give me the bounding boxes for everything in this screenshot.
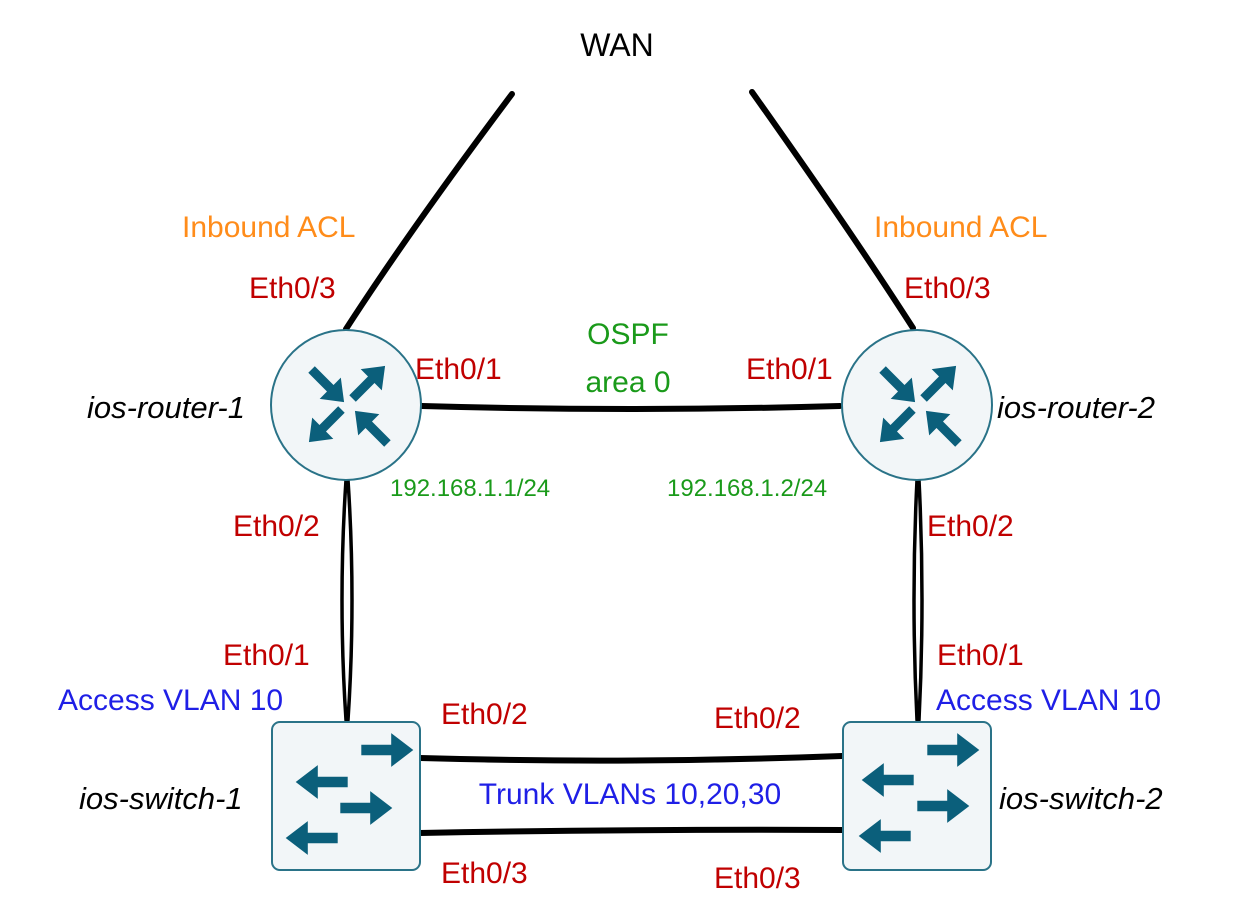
switch-1-trunk-interface-bottom: Eth0/3: [441, 857, 528, 890]
switch-2-access-vlan: Access VLAN 10: [936, 684, 1161, 717]
router-2-acl-label: Inbound ACL: [874, 211, 1047, 244]
router-1-ip: 192.168.1.1/24: [390, 475, 550, 502]
wan-link-router-1: [343, 91, 515, 332]
switch-ios-switch-1[interactable]: [271, 721, 421, 871]
switch-ios-switch-2[interactable]: [842, 721, 992, 871]
links: [340, 89, 924, 836]
router-2-switch-interface: Eth0/2: [927, 510, 1014, 543]
router-2-wan-interface: Eth0/3: [904, 272, 991, 305]
router-1-wan-interface: Eth0/3: [249, 272, 336, 305]
router-2-ip: 192.168.1.2/24: [667, 475, 827, 502]
router-1-acl-label: Inbound ACL: [182, 211, 355, 244]
switch-2-trunk-interface-bottom: Eth0/3: [714, 862, 801, 895]
switch-2-name: ios-switch-2: [999, 781, 1163, 816]
link-router-2-switch-2: [912, 478, 924, 722]
router-ios-router-2[interactable]: [841, 329, 993, 481]
router-ios-router-1[interactable]: [270, 329, 422, 481]
router-1-switch-interface: Eth0/2: [233, 510, 320, 543]
switch-2-uplink-interface: Eth0/1: [937, 639, 1024, 672]
switch-1-uplink-interface: Eth0/1: [223, 639, 310, 672]
wan-link-router-2: [749, 89, 916, 331]
trunk-link-eth0-2: [417, 753, 845, 764]
switch-1-name: ios-switch-1: [79, 781, 243, 816]
ospf-link: [419, 403, 843, 412]
router-1-body: [270, 329, 422, 481]
router-1-ospf-interface: Eth0/1: [415, 353, 502, 386]
router-2-body: [841, 329, 993, 481]
router-1-name: ios-router-1: [87, 390, 245, 425]
link-router-1-switch-1: [340, 478, 354, 722]
switch-1-access-vlan: Access VLAN 10: [58, 684, 283, 717]
trunk-link-eth0-3: [417, 826, 845, 836]
trunk-label: Trunk VLANs 10,20,30: [479, 778, 781, 811]
router-2-ospf-interface: Eth0/1: [746, 353, 833, 386]
switch-1-trunk-interface-top: Eth0/2: [441, 698, 528, 731]
ospf-label-line-2: area 0: [585, 366, 670, 399]
router-2-name: ios-router-2: [997, 390, 1155, 425]
ospf-label-line-1: OSPF: [587, 318, 669, 351]
switch-2-trunk-interface-top: Eth0/2: [714, 702, 801, 735]
wan-label: WAN: [580, 27, 653, 63]
